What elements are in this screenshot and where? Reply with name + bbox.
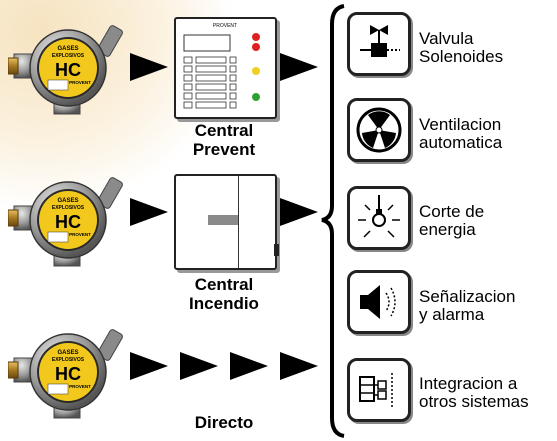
detector-maker: PROVENT [69, 80, 91, 85]
caption-line: Central [194, 121, 254, 140]
detector-maker: PROVENT [69, 232, 91, 237]
gas-detector: GASES EXPLOSIVOS HC PROVENT [7, 170, 128, 270]
detector-maker: PROVENT [69, 384, 91, 389]
gas-detector: GASES EXPLOSIVOS HC PROVENT [7, 18, 128, 118]
flow-arrow [130, 198, 168, 226]
speaker-icon [347, 270, 411, 334]
panel-brand-label: PROVENT [213, 23, 237, 29]
detector-brand-top: GASES [57, 350, 78, 356]
integration-panel-icon [347, 358, 411, 422]
caption-line: Central [194, 275, 254, 294]
gas-detector: GASES EXPLOSIVOS HC PROVENT [7, 322, 128, 422]
warning-led-yellow [252, 67, 260, 75]
route-caption: Central Prevent [168, 121, 280, 159]
detector-model: HC [55, 60, 81, 80]
flow-arrow [230, 352, 268, 380]
detector-model: HC [55, 364, 81, 384]
flow-arrow [280, 198, 318, 226]
solenoid-valve-icon [347, 12, 411, 76]
flow-arrow [280, 53, 318, 81]
flow-arrow [180, 352, 218, 380]
detector-brand-sub: EXPLOSIVOS [52, 53, 85, 59]
light-bulb-icon [347, 186, 411, 250]
flow-arrow [130, 53, 168, 81]
detector-brand-sub: EXPLOSIVOS [52, 357, 85, 363]
central-prevent-panel: PROVENT [174, 17, 277, 119]
fan-icon [347, 98, 411, 162]
detector-brand-sub: EXPLOSIVOS [52, 205, 85, 211]
central-incendio-panel [174, 174, 279, 270]
caption-line: Incendio [189, 294, 259, 313]
caption-line: Prevent [192, 140, 256, 159]
caption-line: Directo [194, 413, 254, 432]
alarm-led-red [252, 43, 260, 51]
detector-model: HC [55, 212, 81, 232]
outputs-bracket [321, 4, 345, 438]
route-caption: Central Incendio [168, 275, 280, 313]
flow-arrow [130, 352, 168, 380]
flow-arrow [280, 352, 318, 380]
detector-brand-top: GASES [57, 46, 78, 52]
power-led-green [252, 93, 260, 101]
alarm-led-red [252, 33, 260, 41]
route-caption: Directo [168, 413, 280, 432]
detector-brand-top: GASES [57, 198, 78, 204]
